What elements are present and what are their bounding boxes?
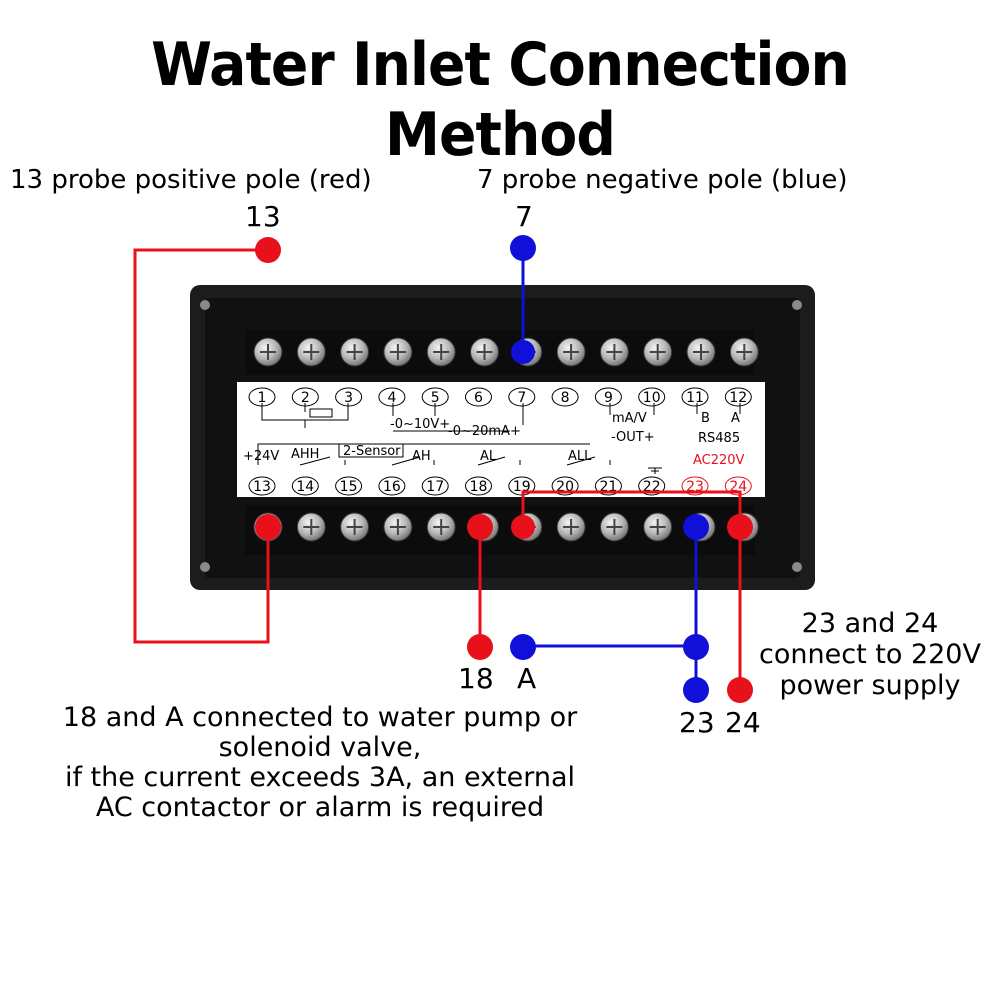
corner-screw [200, 562, 210, 572]
dot-24-end [727, 677, 753, 703]
corner-screw [792, 300, 802, 310]
probe-negative-label: 7 probe negative pole (blue) [477, 165, 848, 195]
bottom-terminal-number: 18 [470, 479, 488, 495]
label-0-10v: -0~10V+ [390, 417, 450, 432]
wires [133, 248, 742, 688]
label-rs485: RS485 [698, 431, 740, 446]
bottom-terminal-circle [465, 476, 492, 496]
bottom-terminal-number: 14 [296, 479, 314, 495]
pump-note-line: 18 and A connected to water pump or [62, 702, 578, 733]
bottom-terminal-number: 16 [383, 479, 401, 495]
label-out: -OUT+ [611, 430, 655, 445]
bottom-terminal-number: 15 [340, 479, 358, 495]
label-ahh: AHH [291, 447, 319, 462]
pin-a-label: A [517, 662, 537, 695]
corner-screw [792, 562, 802, 572]
bottom-terminal-circle [551, 476, 579, 496]
top-terminal-number: 10 [643, 390, 661, 406]
dot-7-top [510, 235, 536, 261]
pin-24-label: 24 [725, 706, 761, 739]
pin-23-label: 23 [679, 706, 715, 739]
top-screws [253, 337, 759, 367]
label-24v: +24V [243, 449, 279, 464]
dot-7-screw [511, 340, 535, 364]
dot-junction [683, 634, 709, 660]
dot-13-screw [255, 514, 281, 540]
dot-18-end [467, 634, 493, 660]
bottom-terminal-circle [378, 476, 406, 496]
pump-note-line: if the current exceeds 3A, an external [64, 762, 576, 793]
bottom-terminal-circle [421, 476, 449, 496]
plate-schematic [257, 403, 741, 474]
top-terminal-number: 3 [344, 390, 353, 406]
page-title: Water Inlet Connection Method [151, 30, 850, 170]
dot-a-end [510, 634, 536, 660]
pin-18-label: 18 [458, 662, 494, 695]
label-2-sensor: 2-Sensor [343, 444, 401, 459]
dot-13-top [255, 237, 281, 263]
probe-positive-label: 13 probe positive pole (red) [10, 165, 372, 195]
power-note-line: 23 and 24 [801, 608, 939, 639]
connection-dots [255, 235, 753, 703]
bottom-terminal-circle [291, 476, 319, 496]
label-ma-v: mA/V [612, 411, 647, 426]
wire-13 [133, 248, 270, 644]
top-terminal-circle [508, 387, 536, 407]
top-terminal-number: 4 [387, 390, 396, 406]
pump-note-line: solenoid valve, [218, 732, 422, 763]
top-terminal-circle [638, 387, 666, 407]
bottom-terminal-circle [681, 476, 709, 496]
terminal-label-plate [237, 382, 765, 497]
power-note: 23 and 24 connect to 220V power supply [740, 608, 1000, 701]
label-a: A [731, 411, 740, 426]
label-ah: AH [412, 449, 431, 464]
dot-18-screw [467, 514, 493, 540]
bottom-terminal-circle [248, 476, 276, 496]
label-all: ALL [568, 449, 592, 464]
power-note-line: connect to 220V [759, 639, 981, 670]
dot-19-screw [511, 515, 535, 539]
top-terminal-circle [335, 387, 363, 407]
pump-note: 18 and A connected to water pump or sole… [20, 703, 620, 823]
top-terminal-circle [681, 387, 709, 407]
bottom-terminal-circle [638, 476, 666, 496]
top-terminal-circle [551, 387, 579, 407]
top-terminal-number: 7 [517, 390, 526, 406]
top-terminal-number: 9 [604, 390, 613, 406]
pin-13-label: 13 [245, 200, 281, 233]
top-terminal-number: 1 [258, 390, 267, 406]
top-terminal-number: 5 [431, 390, 440, 406]
bottom-terminal-circle [335, 476, 363, 496]
top-terminal-circle [465, 387, 492, 407]
bottom-terminal-circle [594, 476, 622, 496]
top-terminal-number: 11 [686, 390, 704, 406]
top-terminal-circle [594, 387, 622, 407]
label-ac220v: AC220V [693, 453, 745, 468]
top-terminal-number: 12 [729, 390, 747, 406]
dot-23-end [683, 677, 709, 703]
top-terminal-circle [378, 387, 406, 407]
top-terminal-circle [724, 387, 752, 407]
dot-23-screw [683, 514, 709, 540]
label-b: B [701, 411, 710, 426]
corner-screw [200, 300, 210, 310]
wire-24 [521, 490, 742, 688]
pump-note-line: AC contactor or alarm is required [95, 792, 545, 823]
bottom-terminal-number: 13 [253, 479, 271, 495]
dot-24-screw [727, 514, 753, 540]
top-terminal-number: 2 [301, 390, 310, 406]
power-note-line: power supply [779, 670, 961, 701]
bottom-terminal-circle [724, 476, 752, 496]
top-terminal-number: 8 [561, 390, 570, 406]
bottom-terminal-number: 17 [426, 479, 444, 495]
pin-7-label: 7 [515, 200, 533, 233]
top-terminal-number: 6 [474, 390, 483, 406]
